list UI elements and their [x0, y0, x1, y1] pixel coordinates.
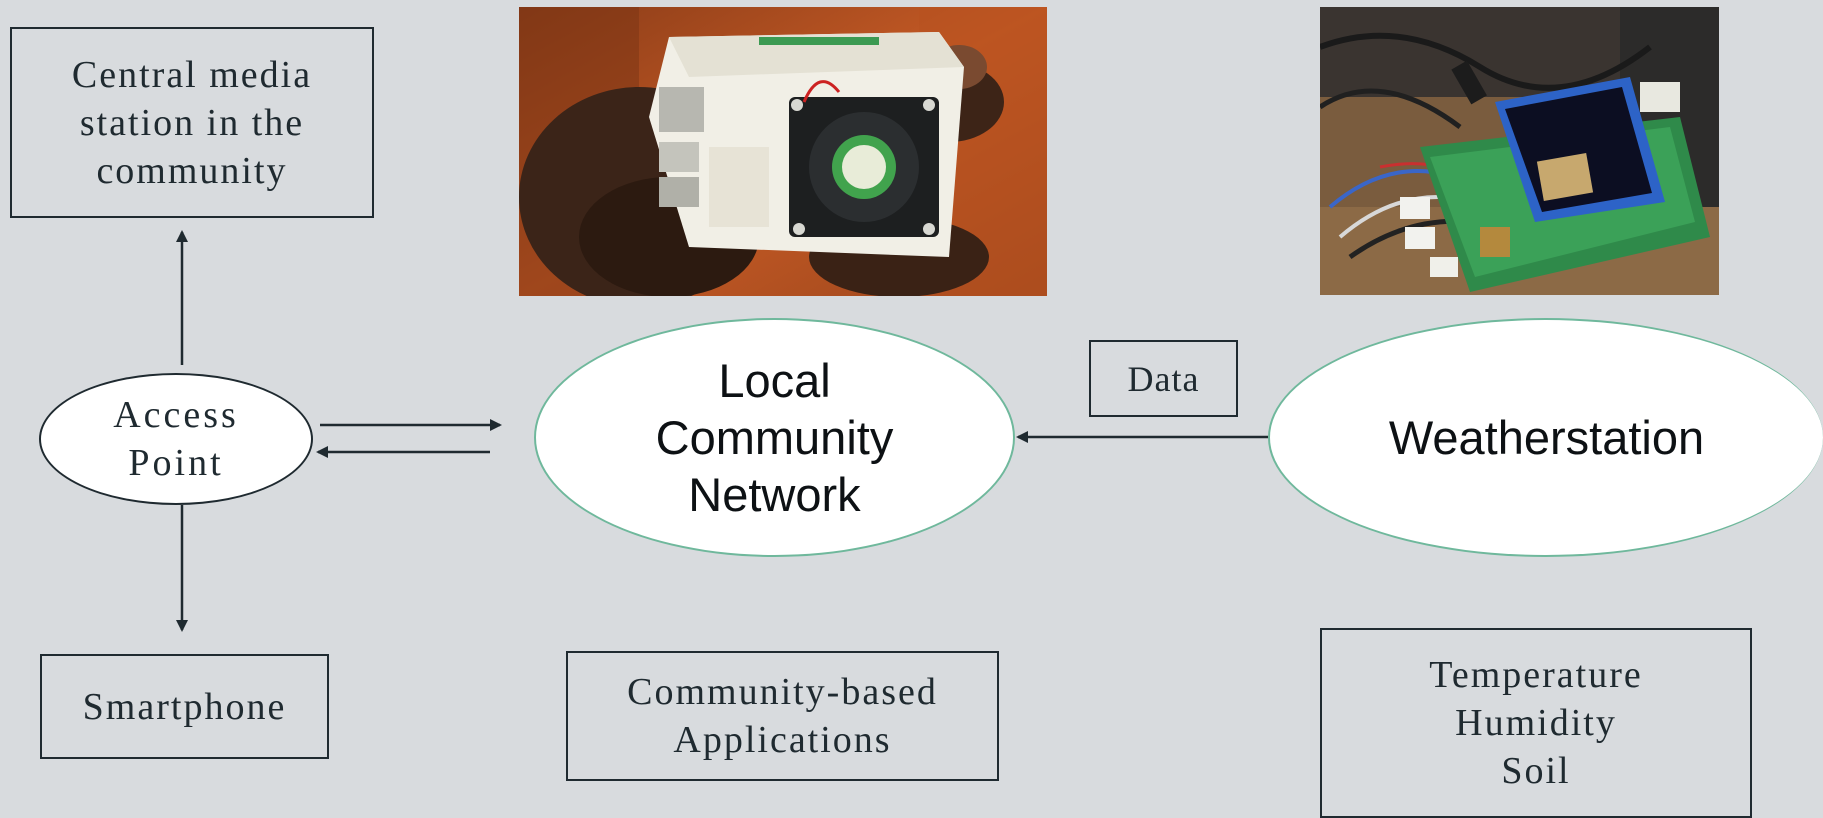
- sensor-board-photo: [1320, 7, 1719, 295]
- sensors-box: Temperature Humidity Soil: [1320, 628, 1752, 818]
- weatherstation-node: Weatherstation: [1268, 318, 1823, 557]
- data-label-box: Data: [1089, 340, 1238, 417]
- local-community-network-node: Local Community Network: [534, 318, 1015, 557]
- smartphone-label: Smartphone: [82, 685, 287, 728]
- raspberry-pi-illustration: [519, 7, 1047, 296]
- smartphone-box: Smartphone: [40, 654, 329, 759]
- access-point-label: Access Point: [113, 394, 239, 484]
- access-point-node: Access Point: [39, 373, 313, 505]
- sensors-label: Temperature Humidity Soil: [1429, 654, 1643, 792]
- central-media-station-box: Central media station in the community: [10, 27, 374, 218]
- community-applications-label: Community-based Applications: [627, 671, 938, 761]
- community-applications-box: Community-based Applications: [566, 651, 999, 781]
- data-label: Data: [1127, 358, 1200, 399]
- weatherstation-label: Weatherstation: [1388, 411, 1705, 464]
- local-community-network-label: Local Community Network: [655, 354, 894, 521]
- central-media-station-label: Central media station in the community: [71, 53, 313, 192]
- sensor-board-illustration: [1320, 7, 1719, 295]
- raspberry-pi-photo: [519, 7, 1047, 296]
